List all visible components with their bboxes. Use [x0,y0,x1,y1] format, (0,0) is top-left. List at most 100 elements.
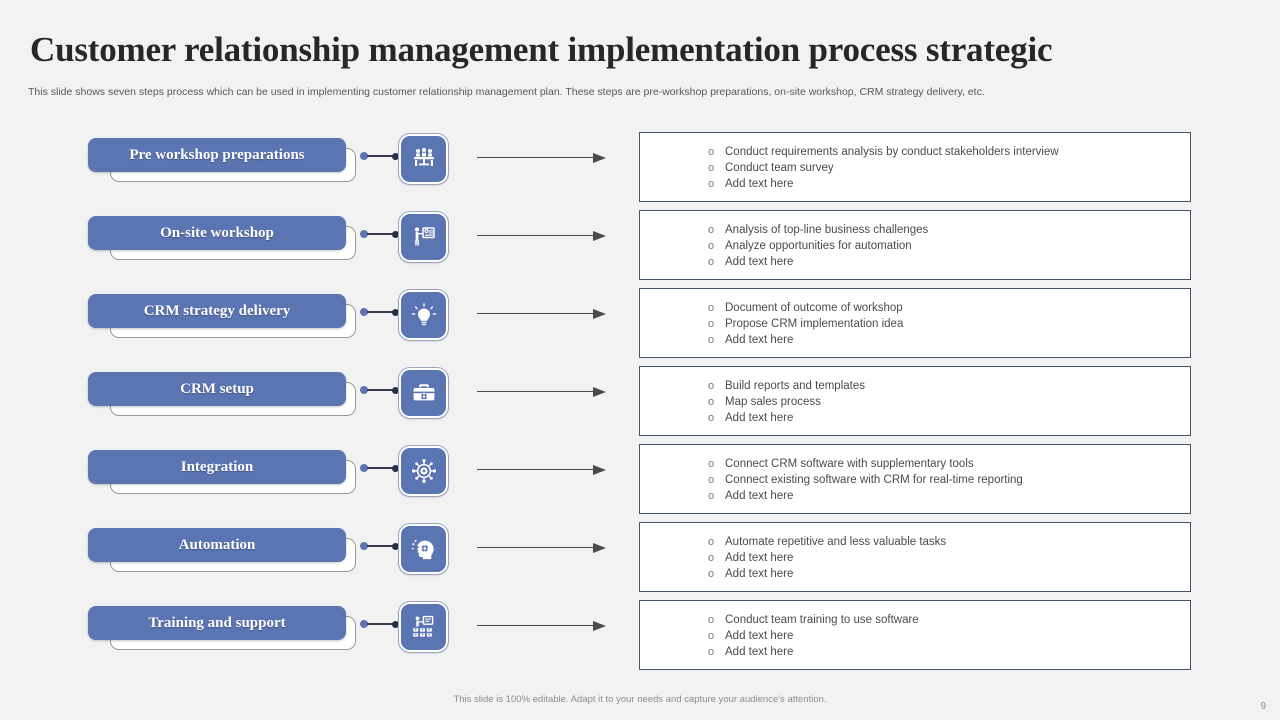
step-label-5[interactable]: Integration [88,450,356,494]
label-pill[interactable]: CRM strategy delivery [88,294,346,328]
bullet-list: Build reports and templatesMap sales pro… [708,378,865,426]
bullet-list: Document of outcome of workshopPropose C… [708,300,903,348]
step-connector [360,151,402,161]
bullet-item: Conduct team training to use software [708,612,919,628]
step-detail-box[interactable]: Automate repetitive and less valuable ta… [639,522,1191,592]
step-detail-box[interactable]: Connect CRM software with supplementary … [639,444,1191,514]
process-step-row: On-site workshop Analysis of top-line bus… [0,208,1280,286]
flow-arrow-icon [477,152,609,164]
step-connector [360,307,402,317]
step-label-text: Training and support [148,614,286,631]
step-connector [360,619,402,629]
flow-arrow-icon [477,542,609,554]
arrow-head [593,386,606,397]
step-detail-box[interactable]: Analysis of top-line business challenges… [639,210,1191,280]
page-title: Customer relationship management impleme… [30,30,1053,69]
connector-line [367,233,395,235]
arrow-shaft [477,625,595,627]
flow-arrow-icon [477,464,609,476]
process-step-row: Training and support Conduct team trainin… [0,598,1280,676]
footer-note: This slide is 100% editable. Adapt it to… [453,694,827,705]
label-pill[interactable]: Pre workshop preparations [88,138,346,172]
step-label-3[interactable]: CRM strategy delivery [88,294,356,338]
lightbulb-idea-icon[interactable] [398,289,449,341]
bullet-item: Connect existing software with CRM for r… [708,472,1023,488]
bullet-list: Connect CRM software with supplementary … [708,456,1023,504]
arrow-head [593,464,606,475]
connector-dot-blue [360,542,368,550]
bullet-item: Add text here [708,254,928,270]
training-classroom-icon[interactable] [398,601,449,653]
step-label-text: Integration [180,458,254,475]
flow-arrow-icon [477,620,609,632]
step-detail-box[interactable]: Conduct requirements analysis by conduct… [639,132,1191,202]
process-step-row: CRM strategy delivery Document of outcome… [0,286,1280,364]
step-connector [360,385,402,395]
step-label-6[interactable]: Automation [88,528,356,572]
label-pill[interactable]: Training and support [88,606,346,640]
bullet-item: Add text here [708,566,946,582]
step-detail-box[interactable]: Document of outcome of workshopPropose C… [639,288,1191,358]
connector-line [367,311,395,313]
bullet-item: Add text here [708,644,919,660]
step-label-7[interactable]: Training and support [88,606,356,650]
connector-dot-navy [392,464,399,472]
step-detail-box[interactable]: Conduct team training to use softwareAdd… [639,600,1191,670]
flow-arrow-icon [477,308,609,320]
arrow-shaft [477,391,595,393]
connector-dot-navy [392,620,399,628]
connector-dot-blue [360,386,368,394]
bullet-item: Analysis of top-line business challenges [708,222,928,238]
arrow-shaft [477,469,595,471]
step-label-2[interactable]: On-site workshop [88,216,356,260]
step-detail-box[interactable]: Build reports and templatesMap sales pro… [639,366,1191,436]
connector-dot-navy [392,542,399,550]
bullet-list: Analysis of top-line business challenges… [708,222,928,270]
connector-dot-blue [360,230,368,238]
bullet-item: Conduct requirements analysis by conduct… [708,144,1059,160]
page-number: 9 [1260,701,1266,712]
connector-dot-navy [392,308,399,316]
connector-line [367,467,395,469]
bullet-item: Add text here [708,550,946,566]
step-label-text: CRM setup [180,380,254,397]
connector-dot-blue [360,464,368,472]
meeting-table-icon[interactable] [398,133,449,185]
process-step-row: Integration Connect CRM software with sup… [0,442,1280,520]
flow-arrow-icon [477,386,609,398]
bullet-item: Map sales process [708,394,865,410]
bullet-item: Analyze opportunities for automation [708,238,928,254]
page-subtitle: This slide shows seven steps process whi… [28,86,985,98]
arrow-head [593,542,606,553]
arrow-head [593,230,606,241]
bullet-item: Connect CRM software with supplementary … [708,456,1023,472]
head-gear-ai-icon[interactable] [398,523,449,575]
arrow-head [593,308,606,319]
bullet-item: Document of outcome of workshop [708,300,903,316]
bullet-item: Add text here [708,332,903,348]
label-pill[interactable]: Automation [88,528,346,562]
arrow-shaft [477,157,595,159]
toolbox-gear-icon[interactable] [398,367,449,419]
connector-line [367,623,395,625]
label-pill[interactable]: On-site workshop [88,216,346,250]
bullet-item: Add text here [708,628,919,644]
bullet-item: Automate repetitive and less valuable ta… [708,534,946,550]
connector-dot-blue [360,308,368,316]
connector-dot-navy [392,386,399,394]
label-pill[interactable]: Integration [88,450,346,484]
connector-line [367,545,395,547]
label-pill[interactable]: CRM setup [88,372,346,406]
presenter-whiteboard-icon[interactable] [398,211,449,263]
step-label-text: Automation [178,536,256,553]
bullet-item: Build reports and templates [708,378,865,394]
process-step-row: Automation Automate repetitive and less v… [0,520,1280,598]
network-gear-icon[interactable] [398,445,449,497]
step-label-1[interactable]: Pre workshop preparations [88,138,356,182]
bullet-list: Conduct requirements analysis by conduct… [708,144,1059,192]
process-step-row: CRM setup Build reports and templatesMap … [0,364,1280,442]
flow-arrow-icon [477,230,609,242]
arrow-head [593,620,606,631]
arrow-shaft [477,547,595,549]
step-label-4[interactable]: CRM setup [88,372,356,416]
